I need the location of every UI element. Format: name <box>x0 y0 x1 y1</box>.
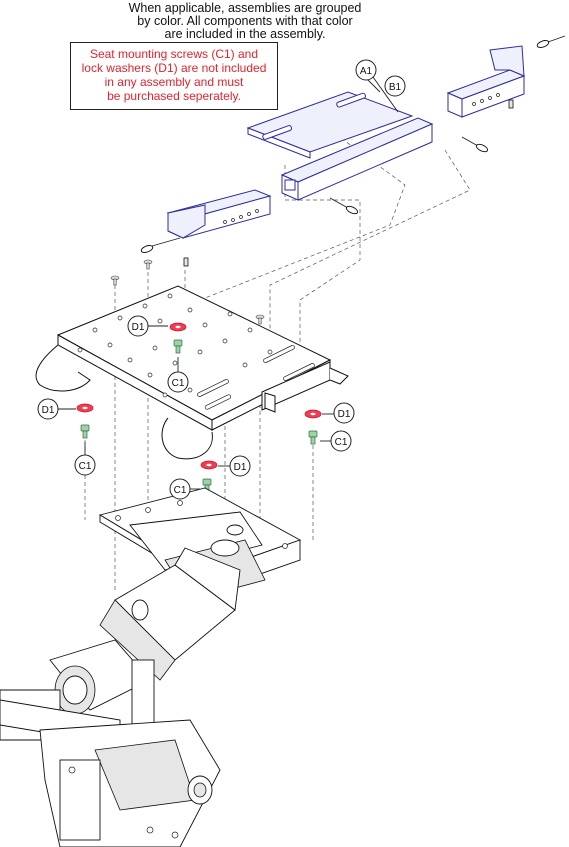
callout-c1-bottom: C1 <box>169 478 191 500</box>
callout-b1: B1 <box>384 75 406 97</box>
release-pin-icon <box>345 205 359 215</box>
callout-c1-label: C1 <box>79 461 92 472</box>
callout-b1-label: B1 <box>389 82 402 93</box>
release-pin-icon <box>536 40 550 48</box>
callout-c1-left: C1 <box>74 454 96 476</box>
seat-post-mechanism <box>0 487 302 847</box>
warning-line: be purchased seperately. <box>107 89 241 103</box>
callout-d1-label: D1 <box>132 322 145 333</box>
assembly-color-note: When applicable, assemblies are grouped … <box>120 2 370 41</box>
callout-d1-label: D1 <box>338 409 351 420</box>
callout-c1-label: C1 <box>174 485 187 496</box>
callout-d1-label: D1 <box>234 462 247 473</box>
callout-d1-right: D1 <box>333 402 355 424</box>
washer-left <box>76 403 94 413</box>
callout-d1-label: D1 <box>42 405 55 416</box>
callout-d1-left: D1 <box>37 398 59 420</box>
assembly-note-line: When applicable, assemblies are grouped <box>128 1 362 15</box>
assembly-note-line: by color. All components with that color <box>137 14 353 28</box>
screw-center <box>173 339 183 354</box>
plate-handle <box>161 417 213 460</box>
callout-a1: A1 <box>355 59 377 81</box>
release-pin-icon <box>475 143 489 153</box>
seat-bracket-assembly <box>166 45 526 239</box>
callout-c1-center: C1 <box>167 371 189 393</box>
callout-c1-label: C1 <box>335 437 348 448</box>
washer-right <box>304 409 322 419</box>
washer-bottom <box>200 460 218 470</box>
set-screw-icon <box>183 257 189 267</box>
warning-line: lock washers (D1) are not included <box>81 61 267 75</box>
release-pin-icon <box>140 245 154 253</box>
washer-center <box>169 322 187 332</box>
quick-release-pins <box>140 35 566 267</box>
assembly-note-line: are included in the assembly. <box>164 27 326 41</box>
callout-a1-label: A1 <box>360 66 373 77</box>
callout-d1-center: D1 <box>127 315 149 337</box>
screw-left <box>80 424 90 439</box>
plate-handle <box>35 344 91 392</box>
set-screw-icon <box>508 99 514 109</box>
callout-c1-label: C1 <box>172 378 185 389</box>
screw-right <box>308 430 318 445</box>
callout-d1-bottom: D1 <box>229 455 251 477</box>
warning-line: Seat mounting screws (C1) and <box>89 47 259 61</box>
callout-c1-right: C1 <box>330 430 352 452</box>
seat-mounting-plate <box>35 285 349 460</box>
purchase-warning-box: Seat mounting screws (C1) and lock washe… <box>70 42 278 110</box>
warning-line: in any assembly and must <box>104 75 244 89</box>
plate-holes <box>77 293 273 398</box>
